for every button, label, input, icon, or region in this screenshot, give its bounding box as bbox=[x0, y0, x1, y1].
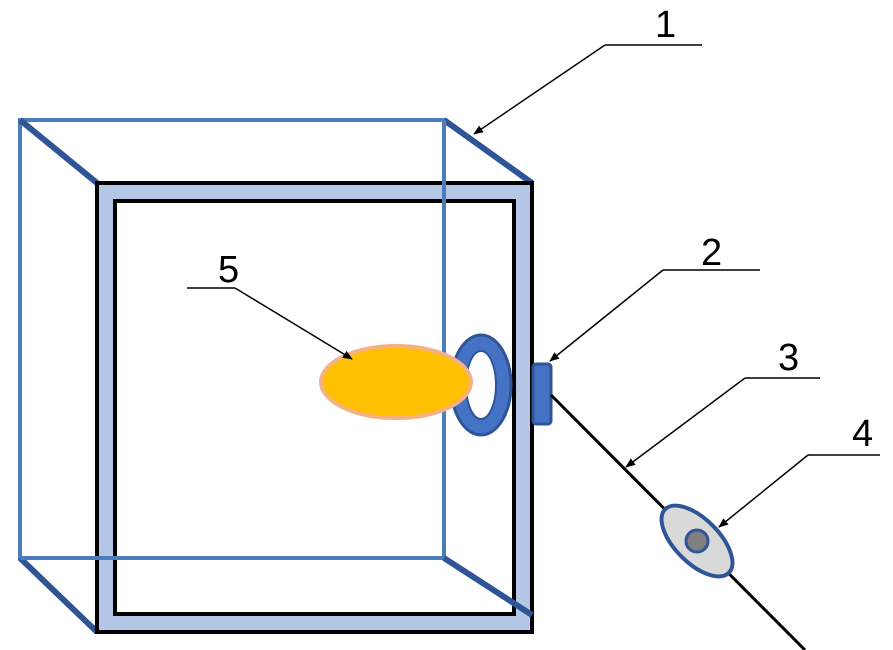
item-5-ellipse bbox=[319, 344, 473, 420]
item-2-connector bbox=[531, 362, 553, 426]
callout-4-label: 4 bbox=[852, 413, 873, 455]
callout-2: 2 bbox=[549, 232, 760, 362]
chamber-edge-top-right bbox=[442, 117, 534, 186]
item-4-sensor bbox=[659, 503, 735, 579]
callout-4: 4 bbox=[718, 413, 880, 528]
callout-2-label: 2 bbox=[701, 232, 722, 274]
callout-1: 1 bbox=[473, 4, 702, 135]
chamber-edge-top-left bbox=[18, 117, 99, 186]
chamber-edge-bottom-right bbox=[442, 555, 534, 618]
callout-3: 3 bbox=[625, 337, 820, 468]
chamber-edge-bottom-left bbox=[17, 555, 100, 635]
callout-3-label: 3 bbox=[778, 337, 799, 379]
callout-5-label: 5 bbox=[218, 249, 239, 291]
callout-5: 5 bbox=[187, 249, 353, 360]
callout-1-label: 1 bbox=[655, 4, 676, 46]
